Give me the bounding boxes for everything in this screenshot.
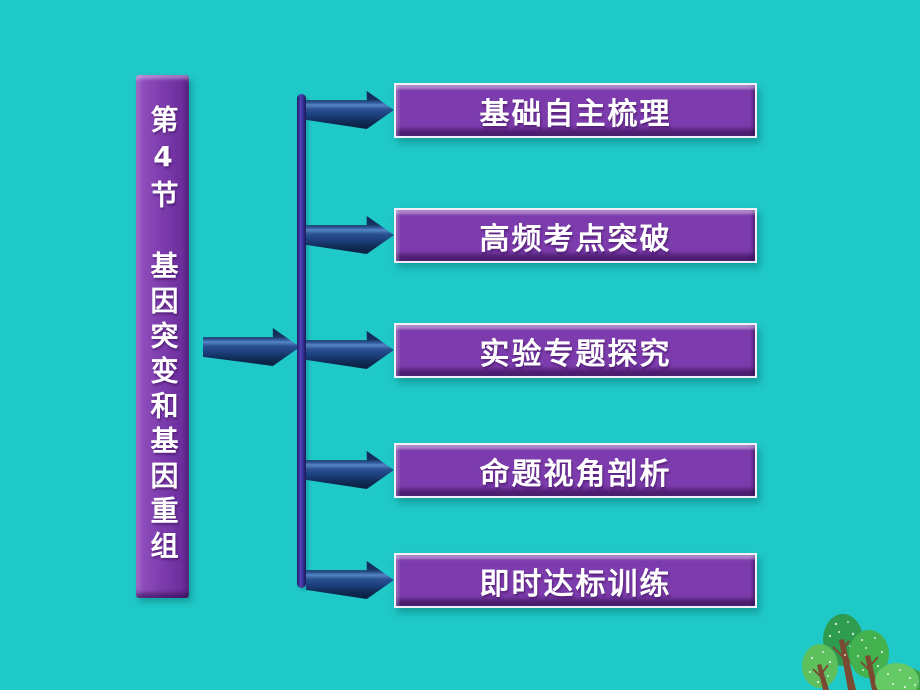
tree-icon: [802, 644, 838, 690]
branch-right-arrow-icon: [306, 331, 394, 369]
trees-illustration: [802, 614, 920, 690]
branch-right-arrow-icon: [306, 216, 394, 254]
menu-box[interactable]: 即时达标训练: [394, 553, 757, 608]
section-title-line2: 基因突变和基因重组: [146, 251, 180, 566]
branch-right-arrow-icon: [306, 561, 394, 599]
menu-box[interactable]: 命题视角剖析: [394, 443, 757, 498]
section-title-bar: 第4节 基因突变和基因重组: [136, 75, 189, 598]
branch-right-arrow-icon: [306, 451, 394, 489]
menu-box[interactable]: 高频考点突破: [394, 208, 757, 263]
menu-box[interactable]: 实验专题探究: [394, 323, 757, 378]
section-title-line1: 第4节: [146, 105, 180, 215]
branch-right-arrow-icon: [306, 91, 394, 129]
bush-icon: [875, 663, 920, 690]
tree-icon: [849, 630, 889, 690]
connector-line: [297, 94, 306, 588]
main-right-arrow-icon: [203, 328, 300, 366]
menu-box[interactable]: 基础自主梳理: [394, 83, 757, 138]
